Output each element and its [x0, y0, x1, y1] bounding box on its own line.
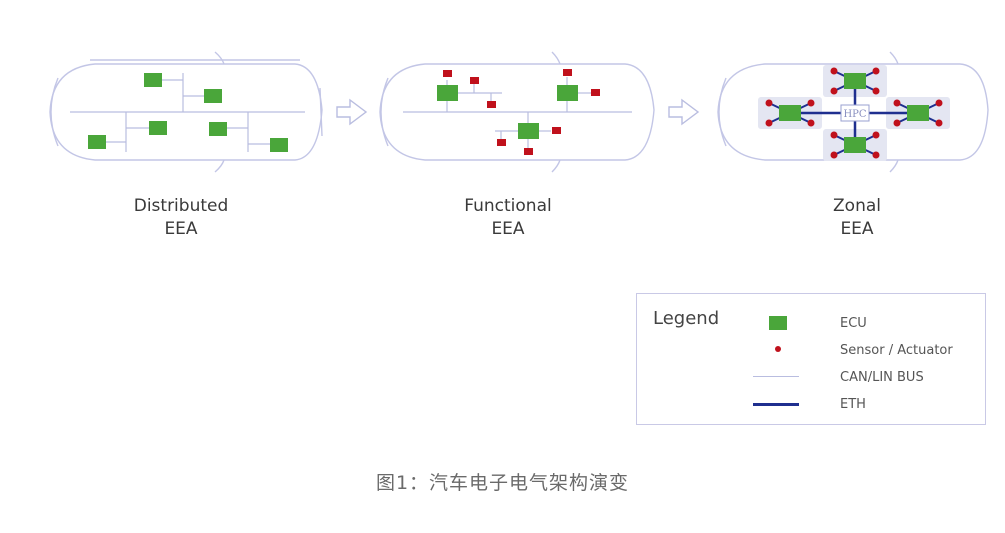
ecu — [437, 85, 458, 101]
legend-label: ETH — [840, 397, 866, 412]
label-distributed: Distributed EEA — [81, 195, 281, 241]
sensor-actuator — [830, 67, 838, 75]
zone-ecu — [907, 105, 929, 121]
legend-box: Legend ECU Sensor / Actuator CAN/LIN BUS… — [636, 293, 986, 425]
label-functional: Functional EEA — [408, 195, 608, 241]
legend-label: CAN/LIN BUS — [840, 370, 924, 385]
sensor-actuator — [935, 119, 943, 127]
legend-item-sensor: Sensor / Actuator — [637, 339, 985, 363]
arch-name: Functional — [464, 196, 552, 216]
sensor-actuator — [893, 99, 901, 107]
ecu — [518, 123, 539, 139]
sensor-actuator — [893, 119, 901, 127]
sensor-actuator — [487, 101, 496, 108]
hpc-box — [840, 104, 870, 122]
arch-name: Zonal — [833, 196, 881, 216]
sensor-actuator — [591, 89, 600, 96]
sensor-actuator — [935, 99, 943, 107]
ecu — [204, 89, 222, 103]
ecu — [88, 135, 106, 149]
hpc-label: HPC — [843, 109, 866, 120]
car-outline-functional — [379, 51, 655, 173]
sensor-actuator — [872, 87, 880, 95]
sensor-actuator — [807, 99, 815, 107]
legend-item-can-bus: CAN/LIN BUS — [637, 366, 985, 390]
legend-label: Sensor / Actuator — [840, 343, 953, 358]
legend-item-ecu: ECU — [637, 312, 985, 336]
sensor-actuator — [807, 119, 815, 127]
legend-title: Legend — [653, 308, 720, 329]
sensor-actuator — [497, 139, 506, 146]
zonal-eea: HPC — [758, 65, 950, 161]
ecu — [144, 73, 162, 87]
figure-caption: 图1：汽车电子电气架构演变 — [375, 472, 630, 494]
legend-item-eth: ETH — [637, 393, 985, 417]
car-outline-zonal — [717, 51, 989, 173]
zone-ecu — [844, 73, 866, 89]
sensor-actuator — [872, 151, 880, 159]
arrow-right-icon — [668, 98, 700, 126]
sensor-actuator — [552, 127, 561, 134]
zone-ecu — [779, 105, 801, 121]
ecu — [209, 122, 227, 136]
sensor-actuator — [765, 99, 773, 107]
arch-name: Distributed — [133, 196, 229, 216]
sensor-actuator — [830, 87, 838, 95]
ecu-square-icon — [757, 312, 837, 336]
sensor-actuator — [524, 148, 533, 155]
zone-ecu — [844, 137, 866, 153]
sensor-actuator — [830, 131, 838, 139]
distributed-eea — [70, 73, 305, 152]
ecu — [270, 138, 288, 152]
ecu — [149, 121, 167, 135]
sensor-actuator — [830, 151, 838, 159]
arch-suffix: EEA — [840, 219, 874, 239]
sensor-actuator — [872, 131, 880, 139]
sensor-actuator — [765, 119, 773, 127]
arrow-right-icon — [336, 98, 368, 126]
thin-line-icon — [753, 366, 837, 390]
sensor-actuator — [470, 77, 479, 84]
legend-label: ECU — [840, 316, 867, 331]
thick-line-icon — [753, 393, 837, 417]
arch-suffix: EEA — [491, 219, 525, 239]
sensor-actuator — [443, 70, 452, 77]
label-zonal: Zonal EEA — [757, 195, 957, 241]
ecu — [557, 85, 578, 101]
arch-suffix: EEA — [164, 219, 198, 239]
functional-eea — [403, 69, 632, 155]
sensor-dot-icon — [757, 339, 837, 363]
car-outline-distributed — [49, 51, 323, 173]
eea-evolution-diagram: HPC — [49, 51, 989, 173]
sensor-actuator — [563, 69, 572, 76]
sensor-actuator — [872, 67, 880, 75]
